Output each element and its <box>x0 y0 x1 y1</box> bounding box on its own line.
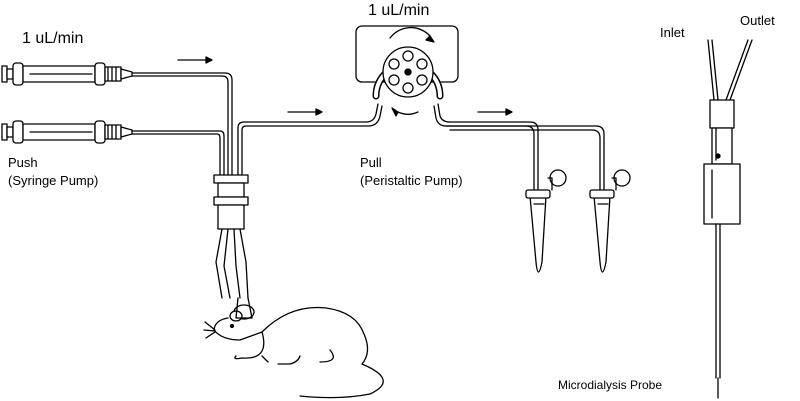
rat-icon <box>203 297 384 399</box>
pull-rate-label: 1 uL/min <box>368 2 430 19</box>
push-title: Push <box>8 155 38 170</box>
syringe-icon <box>1 62 133 86</box>
peristaltic-pump-icon <box>355 25 459 117</box>
tubing <box>131 39 753 191</box>
probe-label: Microdialysis Probe <box>558 378 663 392</box>
push-subtitle: (Syringe Pump) <box>8 173 99 188</box>
collection-tube-icon <box>525 169 567 273</box>
collection-tube-icon <box>589 169 631 273</box>
inlet-label: Inlet <box>660 25 685 40</box>
pull-subtitle: (Peristaltic Pump) <box>360 173 463 188</box>
push-rate-label: 1 uL/min <box>22 30 84 47</box>
microdialysis-probe-icon <box>703 99 741 399</box>
flow-arrow-icon <box>177 56 513 116</box>
syringe-icon <box>1 120 133 144</box>
swivel-connector-icon <box>213 174 249 299</box>
pull-title: Pull <box>360 155 382 170</box>
outlet-label: Outlet <box>740 13 775 28</box>
